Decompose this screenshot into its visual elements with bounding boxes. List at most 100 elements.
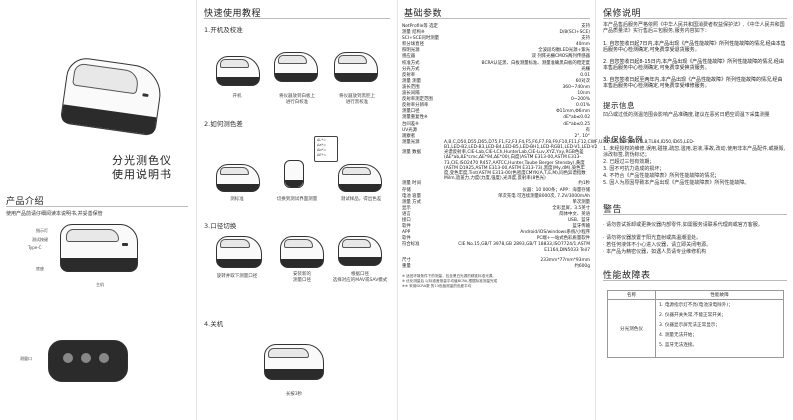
spec-value: 简体中文、英语 — [559, 211, 590, 217]
spec-value: dE*ab≤0.25 — [563, 121, 590, 127]
warranty-item-3: 3. 自您签收日起至两年内,本产品出现《产品性能故障》所列性能故障的情况,经由本… — [603, 77, 783, 89]
hero-device-illustration — [59, 55, 165, 137]
spec-value: BCRA认证黑、白板测量标准、测量准确黑白板的稳定度 — [481, 60, 590, 66]
spec-row: 校准方式 BCRA认证黑、白板测量标准、测量准确黑白板的稳定度 — [402, 61, 590, 67]
spec-value: 仪器：10 000条；APP：海量存储 — [522, 187, 590, 193]
spec-value: 0.01% — [576, 103, 590, 109]
step3-device-2 — [280, 236, 324, 268]
spec-value: Android/iOS/windows系统/小程序 — [520, 230, 590, 236]
spec-key: 测量 数据 — [402, 150, 421, 156]
fault-items-cell: 1. 电源指示灯不亮(电池没电除外)； 2. 仪器开关失常,不能正常开关； 3.… — [655, 299, 784, 358]
spec-row: 软件蓝牙传输 — [402, 224, 590, 230]
spec-row: 波长范围 360~740nm — [402, 85, 590, 91]
spec-value: 全波段均衡LED光源+紫光 — [538, 48, 590, 54]
warranty-heading: 保修说明 — [603, 9, 642, 19]
step3-device-1 — [216, 236, 262, 268]
spec-key: 分光方式 — [402, 66, 420, 72]
spec-row: 存储 仪器：10 000条；APP：海量存储 — [402, 188, 590, 194]
quickstart-rule — [204, 18, 390, 19]
spec-key: 波长范围 — [402, 84, 420, 90]
spec-key: NetProfile等 选定 — [402, 24, 438, 29]
spec-value: 支持 — [581, 24, 590, 29]
spec-value: PC端+一站式色彩质量软件 — [536, 236, 590, 242]
quickstart-column: 快速使用教程 1.开机及校准 开机 将仪器放到白板上 进行白校准 将仪器放到黑腔… — [198, 0, 396, 420]
warning-item-3: · 若任何液体不小心进入仪器，请立即关闭电源。 — [603, 242, 712, 248]
non-warranty-heading: 非保修条例 — [603, 135, 643, 144]
spec-key: 语言 — [402, 211, 411, 217]
spec-key: 尺寸 — [402, 257, 411, 263]
spec-row: 显示全彩显屏，3.5英寸 — [402, 206, 590, 212]
spec-value: 光谱反射率,CIE-Lab,CIE-LCh,HunterLab,CIE-Luv,… — [444, 150, 586, 182]
column-divider-1 — [196, 0, 197, 420]
spec-note: ※ 适宜环境条件下的测量，包含黑白光源的精准标准光源。 — [402, 273, 496, 278]
spec-key: 校准方式 — [402, 60, 420, 66]
step4-device — [264, 344, 324, 380]
spec-value: Φ11mm,Φ6mm — [556, 109, 590, 115]
spec-key: 照明光源 — [402, 48, 420, 54]
spec-key: 波长间隔 — [402, 91, 420, 97]
spec-value: 有 — [585, 127, 590, 133]
spec-note: ※※ 采用BCRA数 的13色板测量的色差平均 — [402, 283, 472, 288]
fault-table-header: 名称 性能故障 — [607, 290, 784, 300]
spec-key: APP — [402, 230, 411, 236]
spec-row: 测量 结构※D/8(SCI+SCE) — [402, 30, 590, 36]
aperture-dot-1 — [63, 353, 73, 363]
spec-row: 电池 容量单次充电 可连续测量8000次, 7.2V/3000mAh — [402, 194, 590, 200]
specs-column: 基础参数 — [398, 0, 595, 420]
spec-row: 波长间隔 10nm — [402, 91, 590, 97]
fault-item-3: 3. 仪器显示屏无法正常显示； — [659, 323, 720, 328]
spec-value: 约1秒 — [578, 181, 590, 187]
specs-heading: 基础参数 — [404, 9, 443, 19]
step1-caption-1: 开机 — [232, 94, 242, 99]
spec-row: 测量 时间约1秒 — [402, 181, 590, 187]
spec-row: APP Android/iOS/windows系统/小程序 — [402, 230, 590, 236]
reminder-heading: 提示信息 — [603, 101, 635, 110]
intro-heading-rule — [6, 206, 188, 207]
fault-table-row: 分光测色仪 1. 电源指示灯不亮(电池没电除外)； 2. 仪器开关失常,不能正常… — [607, 299, 784, 358]
spec-value: 360~740nm — [562, 84, 591, 90]
spec-row: 反射率 0.01 — [402, 73, 590, 79]
step2-caption-2: 切换到测试界面测量 — [276, 197, 318, 202]
step2-device-3 — [338, 164, 382, 192]
spec-value: 0~200% — [570, 97, 590, 103]
spec-value: 0.01 — [580, 72, 590, 78]
spec-value: 233mm*77mm*93mm — [540, 257, 590, 263]
fault-col-name: 名称 — [607, 290, 656, 300]
warranty-item-1: 1. 自您签收日起7日内,本产品出现《产品性能故障》所列性能故障的情况,经由本售… — [603, 41, 786, 53]
spec-value: 2°, 10° — [574, 133, 590, 139]
spec-value: 10nm — [577, 91, 590, 97]
warranty-text: 本产品售后服务严格依照《中华人民共和国消费者权益保护法》,《中华人民共和国产品质… — [603, 22, 785, 34]
device-main-caption: 主机 — [96, 282, 104, 287]
spec-row: 测量 数据 光谱反射率,CIE-Lab,CIE-LCh,HunterLab,CIE… — [402, 150, 590, 181]
spec-value: 光栅 — [581, 66, 590, 72]
spec-row: UV光源有 — [402, 128, 590, 134]
spec-note: ※ 优化测量后 以标准差测量平均值BCRA,根据标准测量完成 — [402, 278, 498, 283]
specs-rule — [404, 18, 590, 19]
step3-caption-2: 安装新的 测量口径 — [293, 272, 311, 283]
warning-item-2: · 请勿将仪器放置于阳光直射或高温潮湿处。 — [603, 235, 702, 241]
spec-list: NetProfile等 选定支持测量 结构※D/8(SCI+SCE)SCI+SC… — [402, 24, 694, 289]
step1-device-2 — [274, 52, 318, 82]
spec-key: 存储 — [402, 187, 411, 193]
warning-item-4: · 本产品为精密仪器，如遇人员请专业维修机构 — [603, 249, 707, 255]
spec-value: 蓝牙传输 — [572, 224, 590, 230]
fault-item-4: 4. 测量无法开始； — [659, 333, 698, 338]
spec-row: 重量约600g — [402, 264, 590, 270]
spec-row: 分光方式 光栅 — [402, 67, 590, 73]
spec-key: 感应器 — [402, 54, 416, 60]
spec-value: 全彩显屏，3.5英寸 — [552, 205, 590, 211]
spec-key: 符合标准 — [402, 242, 420, 248]
aperture-dot-3 — [99, 353, 109, 363]
spec-value: 40mm — [575, 42, 590, 48]
product-title-line2: 使用说明书 — [112, 168, 172, 181]
step2-caption-3: 测试样品，得出色差 — [340, 197, 382, 202]
callout-base: 底座 — [36, 266, 44, 271]
spec-key: 反射率 — [402, 72, 416, 78]
fault-heading: 性能故障表 — [603, 271, 651, 281]
step1-title: 1.开机及校准 — [204, 26, 243, 34]
spec-key: 反射率测定范围 — [402, 97, 433, 103]
callout-typec: Type-C — [28, 245, 42, 250]
